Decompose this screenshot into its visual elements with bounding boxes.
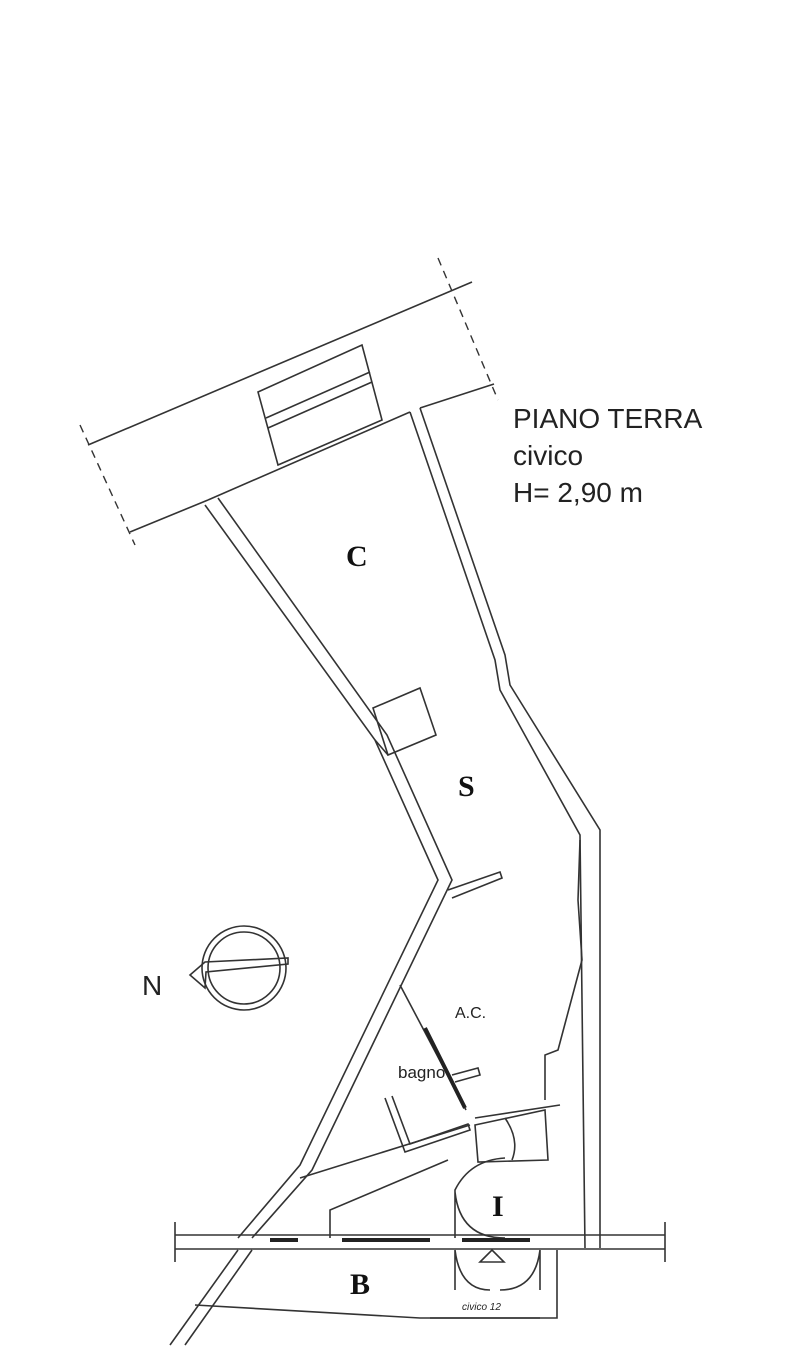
- top-stair-box: [257, 343, 383, 467]
- band-bottom-mid: [207, 411, 411, 501]
- room-ac-label: A.C.: [455, 1005, 487, 1022]
- room-c-label: C: [346, 540, 368, 573]
- left-wall-ext-a: [169, 1249, 239, 1346]
- left-wall-inner: [217, 497, 453, 1239]
- right-wall-outer: [419, 407, 601, 1248]
- north-compass-icon: [188, 925, 289, 1011]
- boundary-dashed-left: [79, 424, 136, 546]
- entrance-wall: [329, 1159, 449, 1238]
- left-wall-outer: [204, 504, 439, 1239]
- street-number-note: civico 12: [462, 1302, 501, 1313]
- north-label: N: [142, 970, 163, 1001]
- pillar-box: [372, 686, 437, 757]
- bathroom-stub: [451, 1067, 481, 1083]
- left-wall-ext-b: [184, 1249, 253, 1346]
- plan-title: PIANO TERRA: [513, 403, 703, 434]
- utility-door-arc: [504, 1117, 516, 1161]
- partition-s: [447, 870, 503, 899]
- bathroom-door: [423, 1027, 467, 1109]
- band-bottom-right: [419, 383, 495, 409]
- room-s-label: S: [458, 770, 475, 803]
- pillar-connector: [374, 739, 389, 756]
- utility-box: [474, 1109, 549, 1163]
- room-bagno-label: bagno: [398, 1063, 446, 1082]
- band-bottom-left: [129, 499, 209, 533]
- utility-top: [474, 1104, 561, 1119]
- corridor-wall: [299, 1124, 471, 1179]
- plan-subtitle: civico: [513, 440, 584, 471]
- right-wall-inner: [409, 411, 586, 1249]
- band-top-line: [87, 281, 473, 446]
- room-i-label: I: [492, 1190, 504, 1223]
- exterior-door-arc: [454, 1249, 541, 1291]
- ceiling-height: H= 2,90 m: [513, 477, 643, 508]
- entrance-door-arc: [454, 1157, 506, 1239]
- stepped-wall: [544, 839, 583, 1100]
- bathroom-partition: [384, 1095, 472, 1154]
- room-b-label: B: [350, 1268, 371, 1301]
- boundary-dashed-right: [437, 257, 499, 401]
- entry-arrow: [478, 1248, 506, 1263]
